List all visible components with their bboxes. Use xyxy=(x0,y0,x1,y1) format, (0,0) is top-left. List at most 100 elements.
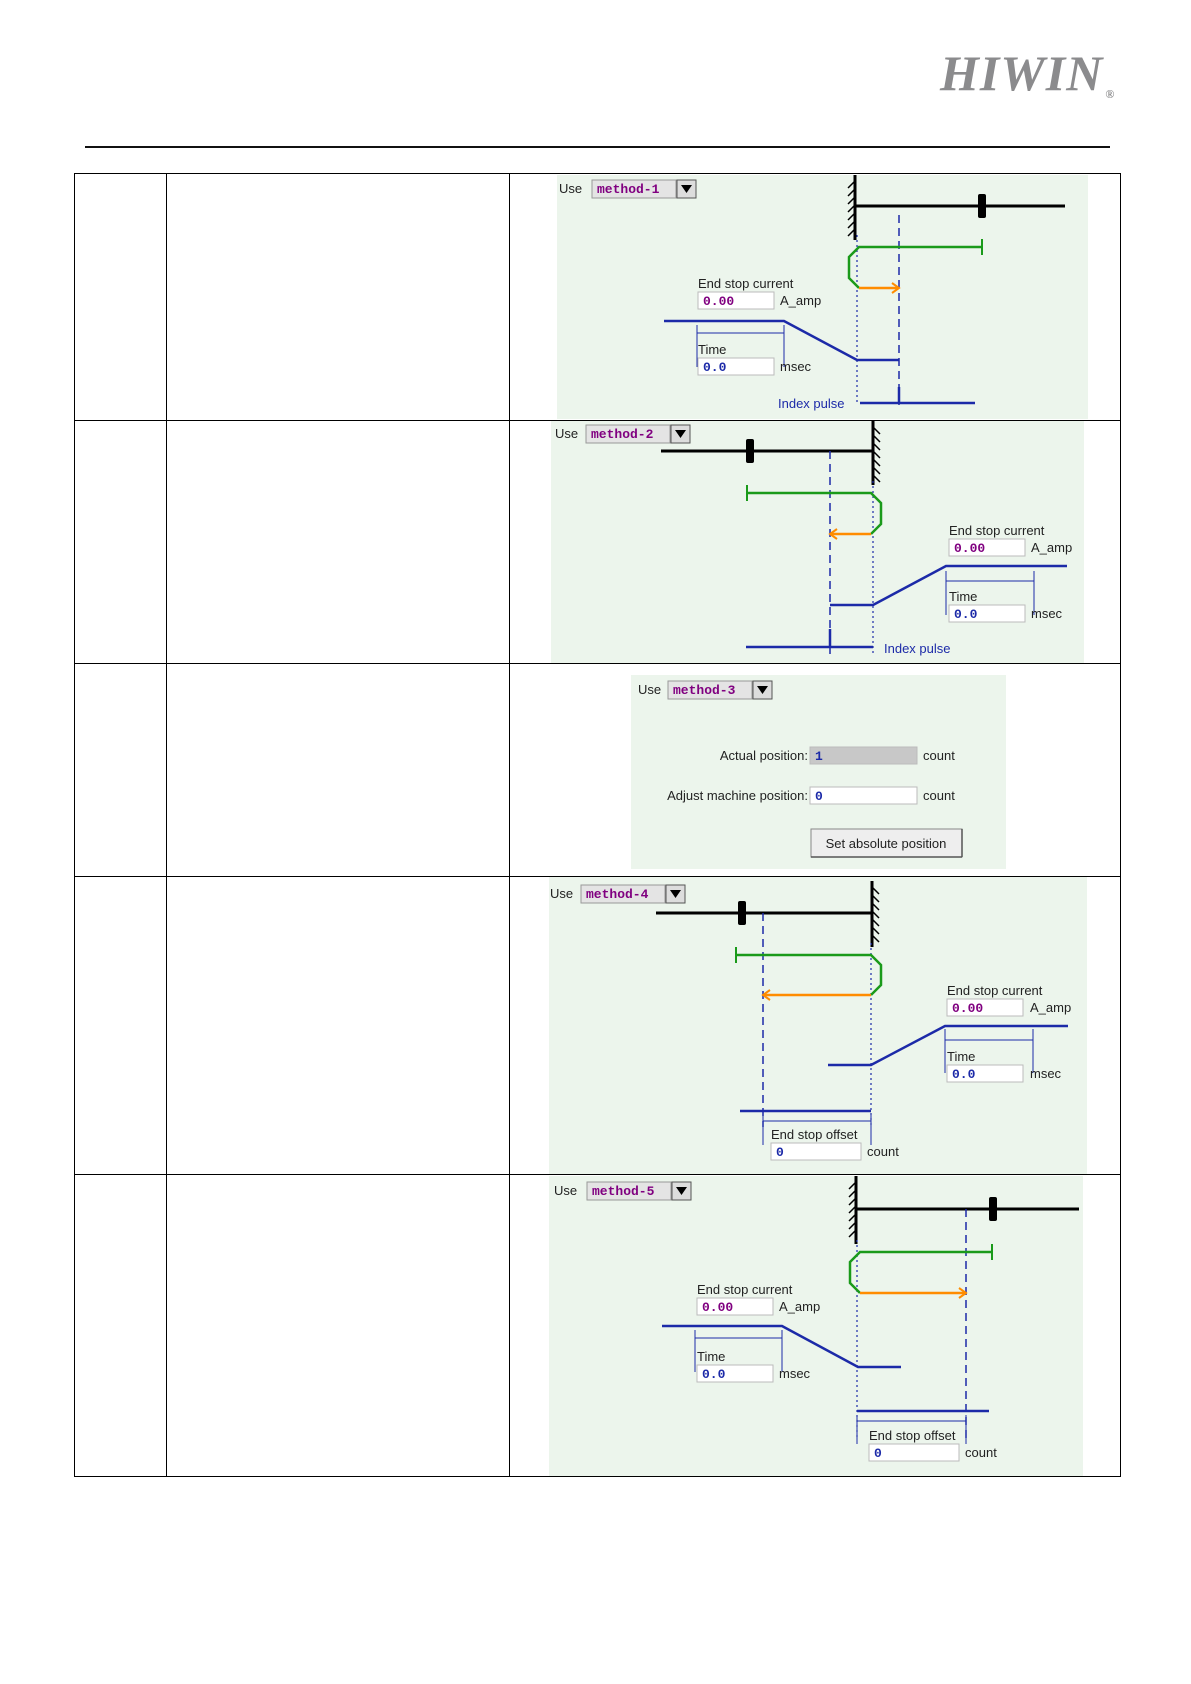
svg-text:0.0: 0.0 xyxy=(702,1367,726,1382)
svg-text:Index pulse: Index pulse xyxy=(884,641,951,656)
svg-text:0: 0 xyxy=(776,1145,784,1160)
svg-text:End stop current: End stop current xyxy=(698,276,794,291)
svg-text:End stop current: End stop current xyxy=(949,523,1045,538)
svg-text:A_amp: A_amp xyxy=(780,293,821,308)
svg-text:0.0: 0.0 xyxy=(952,1067,976,1082)
cell-diagram: Use method-3 Actual position: 1 count Ad… xyxy=(509,663,1121,877)
header-rule xyxy=(85,146,1110,148)
svg-text:Time: Time xyxy=(698,342,726,357)
cell-description xyxy=(166,420,510,664)
cell-number xyxy=(74,663,167,877)
actual-position-field xyxy=(809,746,918,765)
set-absolute-position-button[interactable]: Set absolute position xyxy=(810,828,963,858)
svg-text:method-3: method-3 xyxy=(673,683,736,698)
time-input[interactable] xyxy=(697,357,775,376)
method-select[interactable]: method-2 xyxy=(585,424,691,444)
cell-description xyxy=(166,1174,510,1477)
method-select[interactable]: method-5 xyxy=(586,1181,692,1201)
cell-description xyxy=(166,876,510,1175)
method-select[interactable]: method-3 xyxy=(667,680,773,700)
chevron-down-icon xyxy=(676,1187,687,1195)
svg-text:A_amp: A_amp xyxy=(779,1299,820,1314)
svg-text:Index pulse: Index pulse xyxy=(778,396,845,411)
svg-text:Time: Time xyxy=(697,1349,725,1364)
cell-diagram: Use method-4 xyxy=(509,876,1121,1175)
svg-text:method-5: method-5 xyxy=(592,1184,655,1199)
svg-text:0.00: 0.00 xyxy=(702,1300,733,1315)
svg-text:count: count xyxy=(965,1445,997,1460)
svg-text:Time: Time xyxy=(947,1049,975,1064)
chevron-down-icon xyxy=(681,185,692,193)
svg-text:0.0: 0.0 xyxy=(954,607,978,622)
svg-text:End stop offset: End stop offset xyxy=(869,1428,956,1443)
chevron-down-icon xyxy=(675,430,686,438)
svg-text:method-4: method-4 xyxy=(586,887,649,902)
cell-number xyxy=(74,876,167,1175)
homing-methods-table: Use method-1 xyxy=(74,173,1121,1477)
svg-text:msec: msec xyxy=(780,359,812,374)
svg-text:Use: Use xyxy=(555,426,578,441)
table-row: Use method-1 xyxy=(74,173,1121,421)
end-stop-current-input[interactable] xyxy=(948,538,1026,557)
cell-description xyxy=(166,173,510,421)
adjust-machine-position-input[interactable] xyxy=(809,786,918,805)
svg-text:1: 1 xyxy=(815,749,823,764)
method-5-diagram: Use method-5 xyxy=(549,1176,1083,1476)
method-3-diagram: Use method-3 Actual position: 1 count Ad… xyxy=(631,675,1006,869)
svg-text:Use: Use xyxy=(550,886,573,901)
cell-number xyxy=(74,173,167,421)
svg-text:count: count xyxy=(867,1144,899,1159)
hiwin-logo: HIWIN® xyxy=(940,45,1116,101)
method-2-diagram: Use method-2 xyxy=(551,421,1084,663)
svg-text:0.0: 0.0 xyxy=(703,360,727,375)
svg-text:0.00: 0.00 xyxy=(703,294,734,309)
chevron-down-icon xyxy=(670,890,681,898)
svg-text:0.00: 0.00 xyxy=(952,1001,983,1016)
table-row: Use method-2 xyxy=(74,420,1121,664)
end-stop-offset-input[interactable] xyxy=(770,1142,862,1161)
table-row: Use method-5 xyxy=(74,1174,1121,1477)
table-row: Use method-4 xyxy=(74,876,1121,1175)
method-select[interactable]: method-4 xyxy=(580,884,686,904)
cell-number xyxy=(74,420,167,664)
method-1-diagram: Use method-1 xyxy=(557,175,1088,419)
svg-text:A_amp: A_amp xyxy=(1031,540,1072,555)
svg-text:method-1: method-1 xyxy=(597,182,660,197)
time-input[interactable] xyxy=(948,604,1026,623)
cell-diagram: Use method-2 xyxy=(509,420,1121,664)
time-input[interactable] xyxy=(696,1364,774,1383)
cell-description xyxy=(166,663,510,877)
end-stop-offset-input[interactable] xyxy=(868,1443,960,1462)
svg-text:method-2: method-2 xyxy=(591,427,654,442)
svg-text:0: 0 xyxy=(874,1446,882,1461)
end-stop-current-input[interactable] xyxy=(697,291,775,310)
svg-text:Actual position:: Actual position: xyxy=(720,748,808,763)
svg-text:A_amp: A_amp xyxy=(1030,1000,1071,1015)
end-stop-current-input[interactable] xyxy=(696,1297,774,1316)
svg-text:msec: msec xyxy=(1031,606,1063,621)
svg-text:0: 0 xyxy=(815,789,823,804)
cell-number xyxy=(74,1174,167,1477)
cell-diagram: Use method-1 xyxy=(509,173,1121,421)
svg-text:msec: msec xyxy=(1030,1066,1062,1081)
table-row: Use method-3 Actual position: 1 count Ad… xyxy=(74,663,1121,877)
svg-text:End stop offset: End stop offset xyxy=(771,1127,858,1142)
method-select[interactable]: method-1 xyxy=(591,179,697,199)
svg-text:End stop current: End stop current xyxy=(947,983,1043,998)
method-4-diagram: Use method-4 xyxy=(549,877,1087,1174)
svg-text:Set absolute position: Set absolute position xyxy=(826,836,947,851)
cell-diagram: Use method-5 xyxy=(509,1174,1121,1477)
svg-text:End stop current: End stop current xyxy=(697,1282,793,1297)
end-stop-current-input[interactable] xyxy=(946,998,1024,1017)
svg-text:Use: Use xyxy=(638,682,661,697)
time-input[interactable] xyxy=(946,1064,1024,1083)
svg-text:Adjust machine position:: Adjust machine position: xyxy=(667,788,808,803)
svg-text:count: count xyxy=(923,788,955,803)
use-label: Use xyxy=(559,181,582,196)
svg-text:Time: Time xyxy=(949,589,977,604)
svg-text:0.00: 0.00 xyxy=(954,541,985,556)
svg-text:msec: msec xyxy=(779,1366,811,1381)
svg-text:count: count xyxy=(923,748,955,763)
chevron-down-icon xyxy=(757,686,768,694)
svg-text:Use: Use xyxy=(554,1183,577,1198)
